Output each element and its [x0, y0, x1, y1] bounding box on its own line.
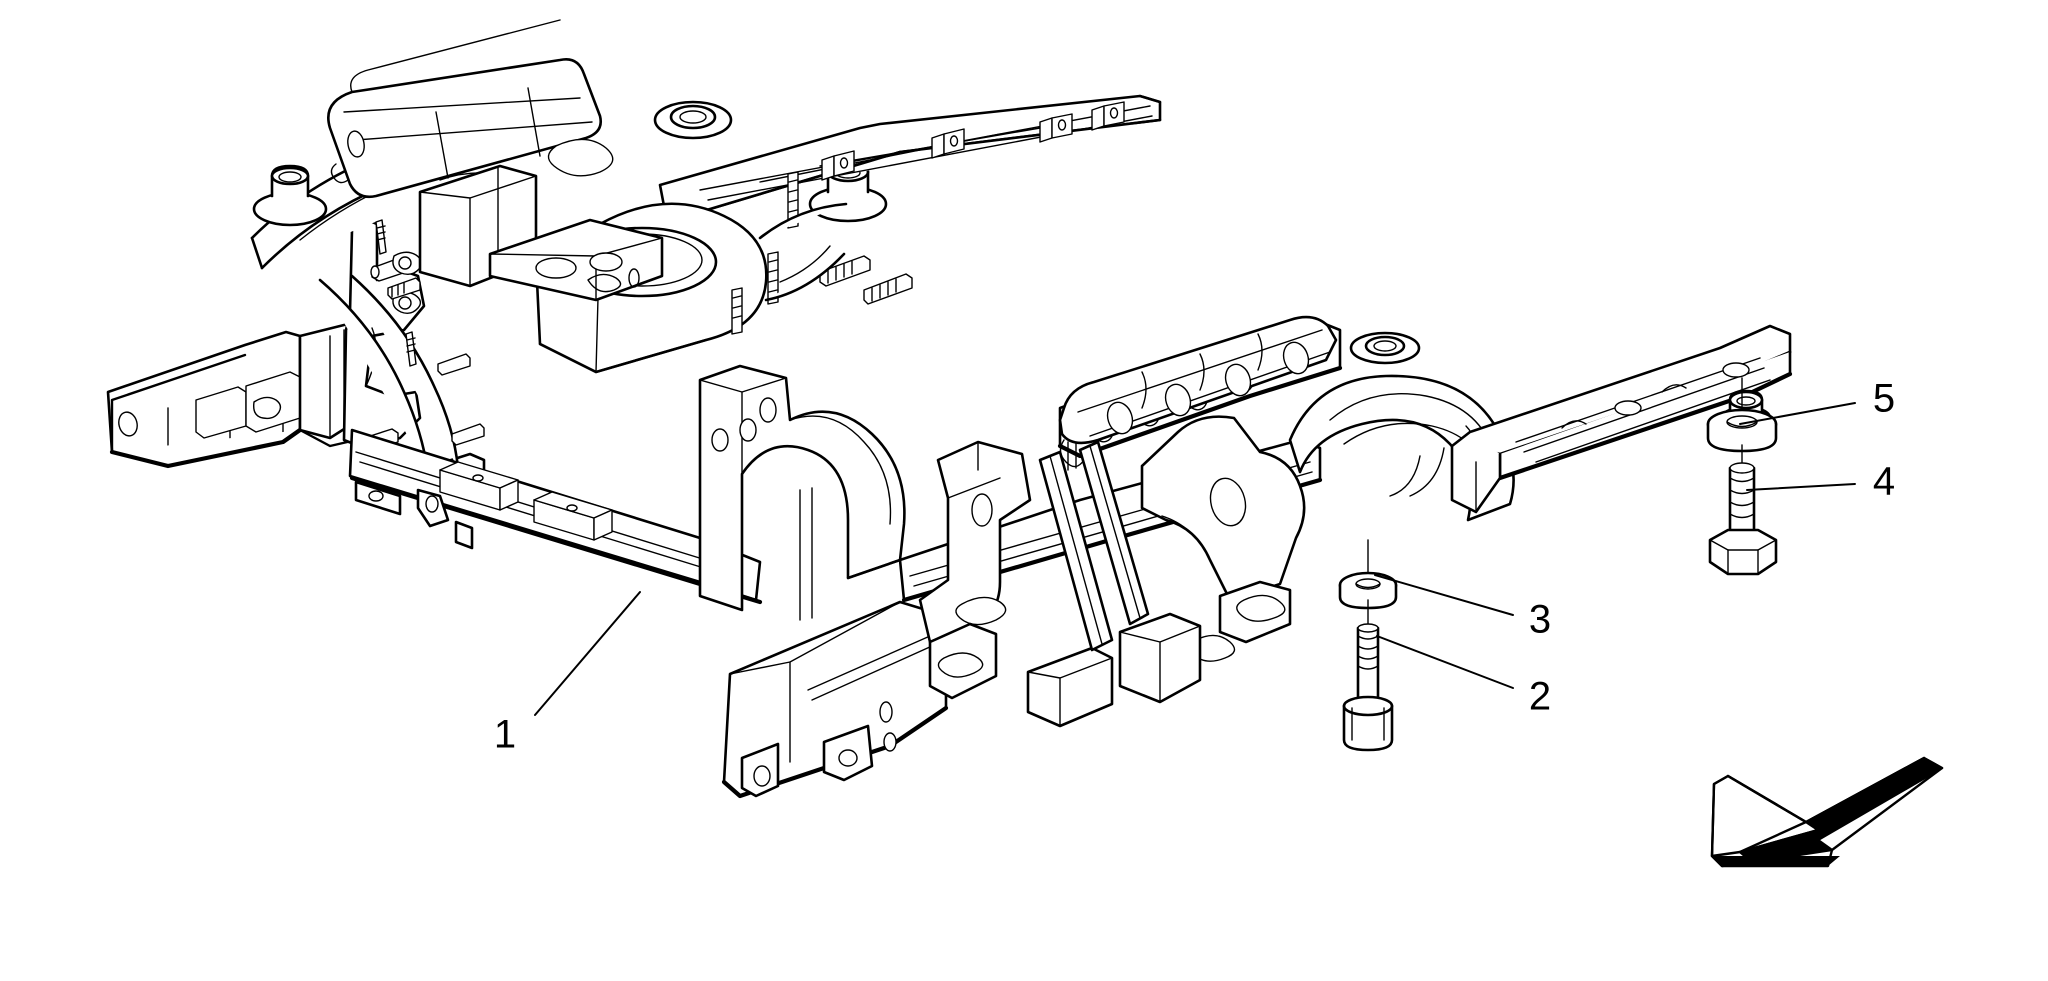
right-center-gusset — [1140, 415, 1306, 662]
right-arched-casting — [1288, 331, 1515, 522]
top-rounded-cross-tube — [327, 19, 614, 199]
callout-label-5: 5 — [1873, 377, 1895, 421]
front-subframe-assembly — [106, 19, 1793, 799]
center-wheel-arch-plate — [698, 364, 906, 621]
left-main-longitudinal-rail — [348, 428, 763, 605]
leader-line-2 — [1376, 635, 1514, 689]
right-rear-eye-crossbar — [1058, 315, 1338, 445]
arch-stud-group — [375, 219, 485, 446]
rail-clip-4 — [1091, 101, 1125, 131]
leader-line-4 — [1746, 483, 1856, 491]
middle-vertical-gusset — [918, 440, 1032, 700]
vehicle-forward-direction-arrow — [1710, 756, 1944, 868]
callout-numbers: 1 2 3 4 5 — [494, 377, 1895, 757]
inner-bolt-part-2 — [1342, 599, 1394, 752]
callout-label-1: 1 — [494, 713, 516, 757]
right-lower-tab-brackets — [1026, 612, 1202, 728]
rail-clip-2 — [931, 128, 965, 159]
lower-right-support-leg — [1038, 440, 1150, 652]
left-top-mount-boss — [252, 164, 328, 227]
callout-leader-lines — [534, 402, 1856, 716]
upper-right-long-rail — [658, 94, 1162, 214]
callout-label-4: 4 — [1873, 460, 1895, 504]
rail-clip-1 — [821, 150, 855, 181]
callout-label-3: 3 — [1529, 598, 1551, 642]
turret-stud-group — [731, 171, 913, 335]
outer-bolt-part-4 — [1708, 444, 1778, 576]
upper-center-box-bracket — [418, 164, 664, 302]
leader-line-1 — [534, 591, 641, 716]
leader-line-3 — [1374, 574, 1514, 616]
inner-fastener-assembly — [1338, 539, 1398, 752]
far-right-flat-rail — [1450, 324, 1793, 514]
center-top-mount-boss — [653, 100, 733, 140]
inner-washer-part-3 — [1338, 571, 1398, 610]
rail-clip-3 — [1039, 113, 1073, 143]
lower-center-box-beam — [721, 600, 949, 799]
callout-label-2: 2 — [1529, 675, 1551, 719]
leader-line-5 — [1739, 402, 1856, 425]
